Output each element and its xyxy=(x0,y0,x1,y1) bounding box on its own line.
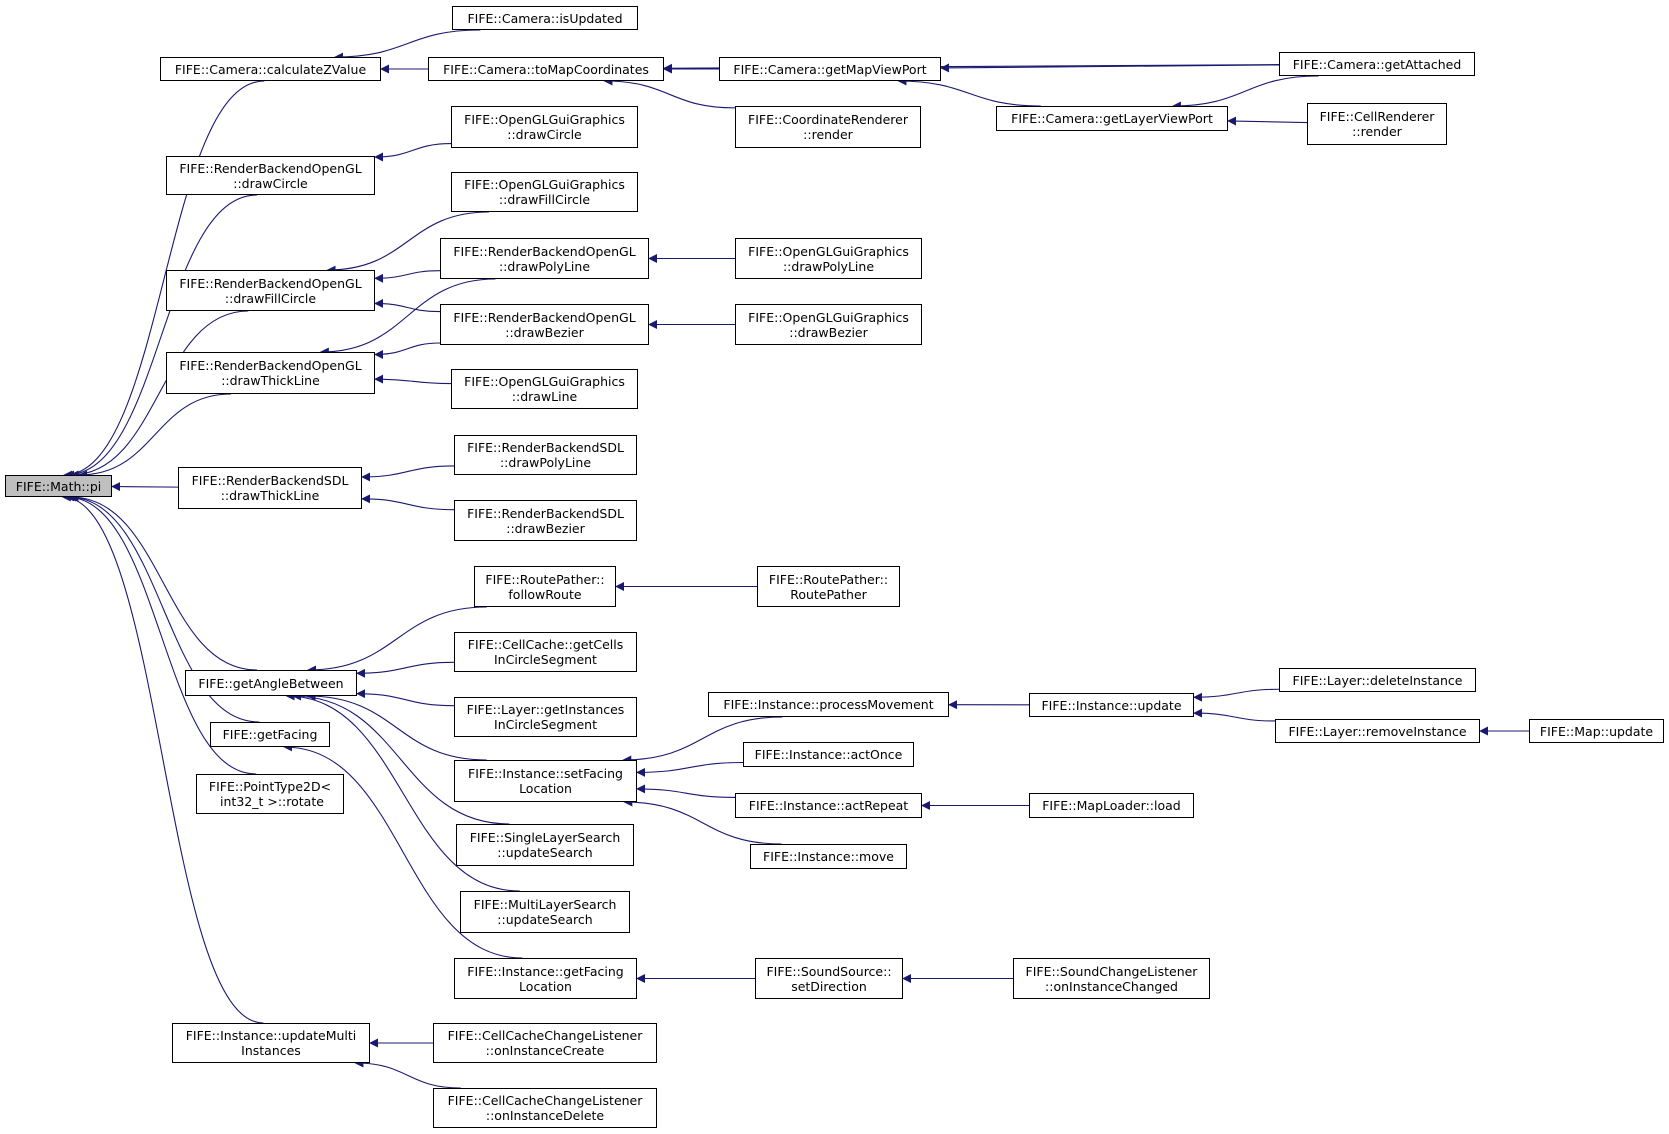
edge-n35-to-n33 xyxy=(636,784,736,798)
edge-n33-to-n24 xyxy=(306,691,487,761)
edge-n34-to-n33 xyxy=(636,761,744,777)
node-camera-getattached[interactable]: FIFE::Camera::getAttached xyxy=(1279,52,1475,76)
node-camera-isupdated[interactable]: FIFE::Camera::isUpdated xyxy=(452,6,638,30)
edge-n39-to-n24 xyxy=(292,691,510,825)
edge-n7-to-n4 xyxy=(897,76,1041,107)
node-rbopengl-drawbezier[interactable]: FIFE::RenderBackendOpenGL ::drawBezier xyxy=(440,304,649,345)
node-instance-actrepeat[interactable]: FIFE::Instance::actRepeat xyxy=(735,793,922,818)
node-multilayersearch-updatesearch[interactable]: FIFE::MultiLayerSearch ::updateSearch xyxy=(460,891,630,933)
edge-n20-to-n19 xyxy=(361,465,455,482)
edge-n18-to-n17 xyxy=(374,374,452,385)
node-instance-processmovement[interactable]: FIFE::Instance::processMovement xyxy=(708,692,949,717)
node-layer-removeinstance[interactable]: FIFE::Layer::removeInstance xyxy=(1275,719,1480,743)
node-cellrenderer-render[interactable]: FIFE::CellRenderer ::render xyxy=(1307,103,1447,145)
node-openglgui-drawpolyline[interactable]: FIFE::OpenGLGuiGraphics ::drawPolyLine xyxy=(735,238,922,279)
edge-n9-to-n0 xyxy=(65,194,258,480)
node-cellcachechangelistener-oninstancedelete[interactable]: FIFE::CellCacheChangeListener ::onInstan… xyxy=(433,1088,657,1128)
edge-n25-to-n24 xyxy=(356,661,455,678)
node-getfacing[interactable]: FIFE::getFacing xyxy=(210,722,330,747)
node-camera-getmapviewport[interactable]: FIFE::Camera::getMapViewPort xyxy=(719,57,941,81)
edge-n38-to-n0 xyxy=(65,492,257,775)
edge-n30-to-n28 xyxy=(1193,708,1276,722)
edge-n37-to-n33 xyxy=(623,797,782,845)
node-rbsdl-drawbezier[interactable]: FIFE::RenderBackendSDL ::drawBezier xyxy=(454,500,637,541)
node-openglgui-drawcircle[interactable]: FIFE::OpenGLGuiGraphics ::drawCircle xyxy=(451,106,638,148)
edge-n10-to-n9 xyxy=(374,143,452,162)
node-instance-update[interactable]: FIFE::Instance::update xyxy=(1029,693,1194,717)
edge-n15-to-n11 xyxy=(374,298,441,313)
edge-n17-to-n0 xyxy=(78,393,232,480)
node-rbopengl-drawthickline[interactable]: FIFE::RenderBackendOpenGL ::drawThickLin… xyxy=(166,352,375,394)
node-cellcache-getcellsincirclesegment[interactable]: FIFE::CellCache::getCells InCircleSegmen… xyxy=(454,632,637,672)
edge-n29-to-n28 xyxy=(1193,688,1280,702)
node-cellcachechangelistener-oninstancecreate[interactable]: FIFE::CellCacheChangeListener ::onInstan… xyxy=(433,1023,657,1063)
edge-n24-to-n0 xyxy=(69,492,257,671)
node-maploader-load[interactable]: FIFE::MapLoader::load xyxy=(1029,793,1194,818)
edge-n6-to-n3 xyxy=(603,76,736,109)
node-soundsource-setdirection[interactable]: FIFE::SoundSource:: setDirection xyxy=(755,958,903,999)
edge-n1-to-n0 xyxy=(63,80,265,480)
node-getanglebetween[interactable]: FIFE::getAngleBetween xyxy=(185,670,357,696)
node-openglgui-drawfillcircle[interactable]: FIFE::OpenGLGuiGraphics ::drawFillCircle xyxy=(451,172,638,212)
edge-n44-to-n0 xyxy=(61,492,264,1024)
edge-n5-to-n4 xyxy=(940,63,1280,73)
node-coordinaterenderer-render[interactable]: FIFE::CoordinateRenderer ::render xyxy=(735,106,921,148)
node-map-update[interactable]: FIFE::Map::update xyxy=(1529,719,1664,743)
edge-n32-to-n0 xyxy=(66,492,260,723)
node-instance-setfacinglocation[interactable]: FIFE::Instance::setFacing Location xyxy=(454,760,637,802)
edge-n13-to-n17 xyxy=(319,278,496,357)
edge-n5-to-n7 xyxy=(1171,75,1319,111)
node-openglgui-drawbezier[interactable]: FIFE::OpenGLGuiGraphics ::drawBezier xyxy=(735,304,922,345)
node-rbsdl-drawthickline[interactable]: FIFE::RenderBackendSDL ::drawThickLine xyxy=(178,467,362,509)
node-rbopengl-drawcircle[interactable]: FIFE::RenderBackendOpenGL ::drawCircle xyxy=(166,156,375,195)
node-instance-updatemultiinstances[interactable]: FIFE::Instance::updateMulti Instances xyxy=(172,1023,370,1063)
edge-n27-to-n33 xyxy=(622,716,783,765)
edge-n21-to-n19 xyxy=(361,494,455,511)
edge-n19-to-n0 xyxy=(111,482,179,492)
node-layer-deleteinstance[interactable]: FIFE::Layer::deleteInstance xyxy=(1279,668,1476,692)
node-rbopengl-drawpolyline[interactable]: FIFE::RenderBackendOpenGL ::drawPolyLine xyxy=(440,238,649,279)
node-camera-calculatezvalue[interactable]: FIFE::Camera::calculateZValue xyxy=(160,57,381,81)
edge-n22-to-n24 xyxy=(307,606,487,675)
edge-n13-to-n11 xyxy=(374,270,441,283)
edge-n41-to-n32 xyxy=(283,742,523,959)
node-instance-getfacinglocation[interactable]: FIFE::Instance::getFacing Location xyxy=(454,958,637,999)
node-math-pi[interactable]: FIFE::Math::pi xyxy=(5,475,112,497)
edge-n11-to-n0 xyxy=(69,310,249,480)
node-instance-move[interactable]: FIFE::Instance::move xyxy=(750,844,907,869)
edge-n40-to-n24 xyxy=(285,691,520,892)
node-layer-getinstancesincirclesegment[interactable]: FIFE::Layer::getInstances InCircleSegmen… xyxy=(454,697,637,737)
edge-n46-to-n44 xyxy=(354,1058,461,1089)
node-routepather-routepather[interactable]: FIFE::RoutePather:: RoutePather xyxy=(757,566,900,607)
node-openglgui-drawline[interactable]: FIFE::OpenGLGuiGraphics ::drawLine xyxy=(451,369,638,409)
edge-n26-to-n24 xyxy=(356,689,455,707)
node-rbsdl-drawpolyline[interactable]: FIFE::RenderBackendSDL ::drawPolyLine xyxy=(454,435,637,475)
edge-n2-to-n1 xyxy=(334,29,481,62)
node-instance-actonce[interactable]: FIFE::Instance::actOnce xyxy=(743,742,914,767)
edge-n8-to-n7 xyxy=(1227,116,1308,126)
node-rbopengl-drawfillcircle[interactable]: FIFE::RenderBackendOpenGL ::drawFillCirc… xyxy=(166,270,375,311)
node-camera-getlayerviewport[interactable]: FIFE::Camera::getLayerViewPort xyxy=(996,106,1228,131)
node-soundchangelistener-oninstancechanged[interactable]: FIFE::SoundChangeListener ::onInstanceCh… xyxy=(1013,958,1210,999)
node-pointtype2d-rotate[interactable]: FIFE::PointType2D< int32_t >::rotate xyxy=(196,774,344,814)
node-camera-tomapcoordinates[interactable]: FIFE::Camera::toMapCoordinates xyxy=(428,57,664,81)
edge-n15-to-n17 xyxy=(374,342,441,360)
edge-n12-to-n11 xyxy=(326,211,489,275)
node-singlelayersearch-updatesearch[interactable]: FIFE::SingleLayerSearch ::updateSearch xyxy=(456,824,634,866)
node-routepather-followroute[interactable]: FIFE::RoutePather:: followRoute xyxy=(474,566,616,607)
